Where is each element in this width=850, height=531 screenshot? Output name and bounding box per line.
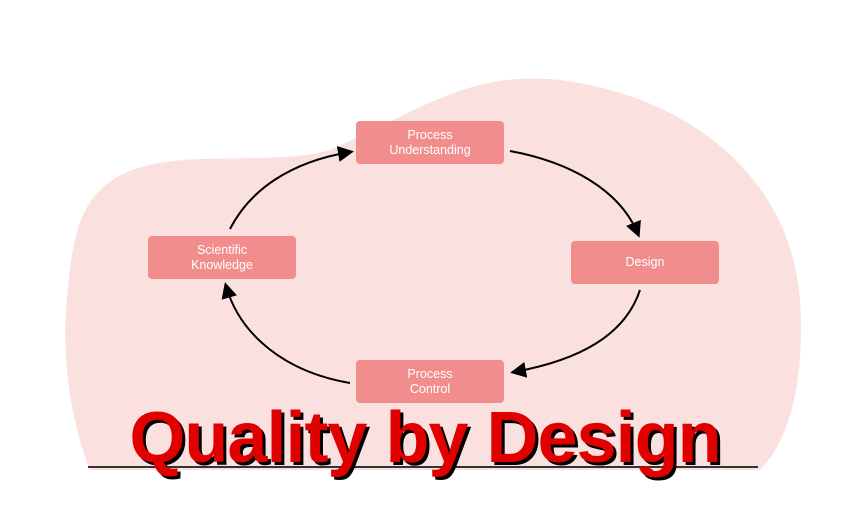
node-design[interactable]: Design [571, 241, 719, 284]
arrow-understanding-to-design [509, 150, 641, 238]
page-title: Quality by Design [129, 398, 721, 478]
node-scientific-knowledge[interactable]: Scientific Knowledge [148, 236, 296, 279]
arrow-control-to-knowledge [221, 282, 351, 384]
node-process-control[interactable]: Process Control [356, 360, 504, 403]
node-process-understanding[interactable]: Process Understanding [356, 121, 504, 164]
background-blob [65, 78, 801, 470]
arrow-knowledge-to-understanding [229, 146, 354, 230]
title-underline [88, 466, 758, 468]
arrow-design-to-control [510, 289, 641, 378]
